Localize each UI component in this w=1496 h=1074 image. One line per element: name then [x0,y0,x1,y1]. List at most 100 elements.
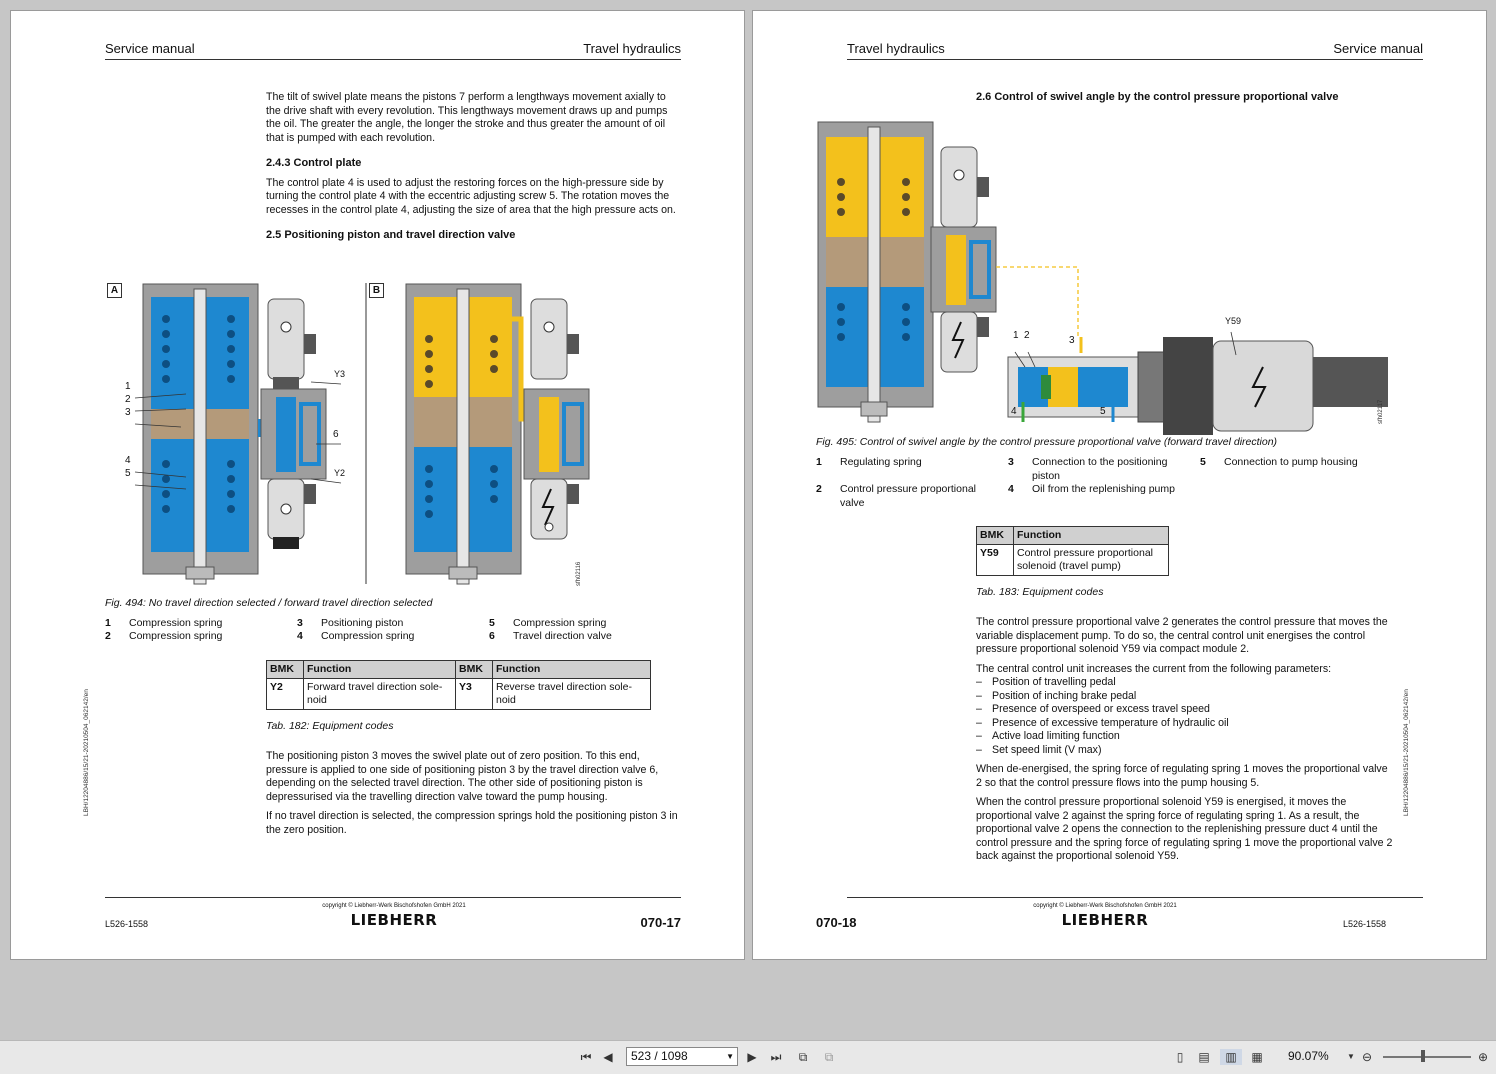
figure-label: 3 [1069,335,1075,346]
figure-label: Y59 [1225,316,1242,326]
first-page-icon[interactable]: ⏮ [580,1050,592,1064]
table-header: BMK [976,526,1014,545]
zoom-out-icon[interactable]: ⊖ [1361,1050,1373,1064]
list-item: Presence of excessive temperature of hyd… [976,717,1394,731]
table-cell: Forward travel direction sole-noid [303,678,456,710]
figure-label: 5 [1100,406,1106,417]
figure-caption: Fig. 494: No travel direction selected /… [105,597,433,609]
legend-text: Control pressure proportional valve [840,483,976,509]
zoom-in-icon[interactable]: ⊕ [1477,1050,1489,1064]
footer-doc-number: L526-1558 [105,919,149,929]
viewer-toolbar: ⏮ ◀ 523 / 1098 ▼ ▶ ⏭ ⧉ ⧉ ▯ ▤ ▥ ▦ 90.07% … [0,1040,1496,1074]
list-item: Active load limiting function [976,730,1394,744]
chevron-down-icon[interactable]: ▼ [726,1052,734,1061]
figure-label: 2 [1024,330,1030,341]
legend-number: 2 [105,630,111,642]
continuous-icon[interactable]: ▤ [1198,1050,1210,1064]
legend-number: 2 [816,483,822,495]
table-cell: Y59 [976,544,1014,576]
parameter-list: Position of travelling pedal Position of… [976,676,1394,757]
page-number: 070-18 [816,915,857,930]
table-header: BMK [455,660,493,679]
list-item: Presence of overspeed or excess travel s… [976,703,1394,717]
table-caption: Tab. 182: Equipment codes [266,720,394,732]
footer-rule [847,897,1423,898]
footer-copyright: copyright © Liebherr-Werk Bischofshofen … [322,903,466,909]
figure-label: Y3 [334,369,346,379]
legend-text: Positioning piston [321,617,404,629]
list-item: Position of travelling pedal [976,676,1394,690]
last-page-icon[interactable]: ⏭ [770,1050,782,1064]
legend-text: Compression spring [129,617,223,629]
zoom-slider-handle[interactable] [1421,1050,1425,1062]
intro-paragraph: The tilt of swivel plate means the pisto… [266,91,668,144]
table-cell: Y2 [266,678,304,710]
figure-label: 4 [125,455,131,466]
figure-label: 2 [125,394,131,405]
table-header: Function [303,660,456,679]
header-right: Travel hydraulics [583,41,681,56]
next-view-icon[interactable]: ⧉ [824,1050,834,1064]
zoom-slider[interactable] [1383,1056,1471,1058]
next-page-icon[interactable]: ▶ [747,1050,757,1064]
paragraph: The positioning piston 3 moves the swive… [266,750,659,803]
legend-text: Regulating spring [840,456,922,468]
legend-text: Compression spring [129,630,223,642]
table-header: BMK [266,660,304,679]
body-text: The control pressure proportional valve … [976,616,1394,870]
figure-code: sfh02117 [1378,399,1384,424]
paragraph: When the control pressure proportional s… [976,796,1393,862]
legend-text: Connection to the positioning piston [1032,456,1168,482]
legend-number: 5 [489,617,495,629]
prev-page-icon[interactable]: ◀ [603,1050,613,1064]
table-caption: Tab. 183: Equipment codes [976,586,1104,598]
document-code: LBH/12204886/15/21-20210504_062142/en [83,689,90,816]
legend-number: 1 [105,617,111,629]
prev-view-icon[interactable]: ⧉ [798,1050,808,1064]
figure-label: 4 [1011,406,1017,417]
paragraph: When de-energised, the spring force of r… [976,763,1388,789]
table-header: Function [1013,526,1169,545]
paragraph: If no travel direction is selected, the … [266,810,678,836]
liebherr-logo: LIEBHERR [350,911,438,929]
legend-number: 1 [816,456,822,468]
page-number-input[interactable]: 523 / 1098 ▼ [626,1047,738,1066]
body-text: The positioning piston 3 moves the swive… [266,750,681,843]
page-indicator: 523 / 1098 [631,1049,688,1063]
legend-text: Oil from the replenishing pump [1032,483,1175,495]
zoom-level[interactable]: 90.07% [1288,1049,1329,1063]
equipment-codes-table: BMK Function Y59 Control pressure propor… [976,526,1169,576]
footer-doc-number: L526-1558 [1342,919,1386,929]
footer-copyright: copyright © Liebherr-Werk Bischofshofen … [1033,903,1177,909]
header-left: Service manual [105,41,195,56]
legend-number: 3 [297,617,303,629]
figure-label: Y2 [334,468,346,478]
paragraph: The central control unit increases the c… [976,662,1332,675]
document-code: LBH/12204886/15/21-20210504_062142/en [1403,689,1410,816]
zoom-dropdown-icon[interactable]: ▼ [1347,1052,1355,1061]
legend-text: Connection to pump housing [1224,456,1358,468]
figure-label: 1 [1013,330,1019,341]
list-item: Position of inching brake pedal [976,690,1394,704]
right-page: Travel hydraulics Service manual 2.6 Con… [752,10,1487,960]
legend-number: 6 [489,630,495,642]
left-page: Service manual Travel hydraulics The til… [10,10,745,960]
single-page-icon[interactable]: ▯ [1176,1050,1184,1064]
control-plate-paragraph: The control plate 4 is used to adjust th… [266,176,676,216]
header-left: Travel hydraulics [847,41,945,56]
equipment-codes-table: BMK Function BMK Function Y2 Forward tra… [266,660,651,710]
figure-label: 1 [125,381,131,392]
footer-rule [105,897,681,898]
legend-number: 4 [297,630,303,642]
legend-text: Travel direction valve [513,630,612,642]
table-cell: Y3 [455,678,493,710]
page-header: Service manual Travel hydraulics [105,41,681,60]
figure-caption: Fig. 495: Control of swivel angle by the… [816,436,1278,448]
table-header: Function [492,660,651,679]
page-number: 070-17 [640,915,681,930]
table-row: Y2 Forward travel direction sole-noid Y3… [266,678,651,710]
facing-icon[interactable]: ▥ [1220,1049,1242,1065]
liebherr-logo: LIEBHERR [1061,911,1149,929]
header-right: Service manual [1333,41,1423,56]
continuous-facing-icon[interactable]: ▦ [1251,1050,1263,1064]
